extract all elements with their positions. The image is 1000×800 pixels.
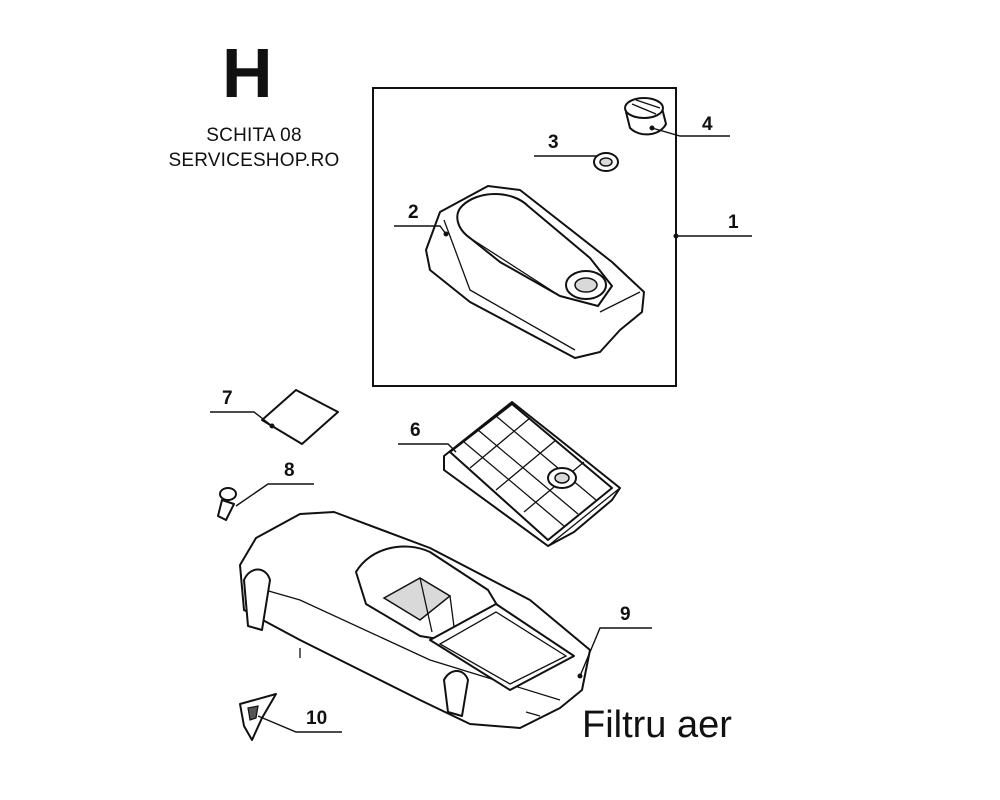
callout-4: 4 (702, 114, 713, 135)
shop-name: SERVICESHOP.RO (168, 150, 340, 171)
part-4-knob (624, 97, 667, 136)
leader-6 (398, 443, 457, 453)
callout-1: 1 (728, 212, 739, 233)
leader-2 (394, 225, 447, 235)
leader-7 (210, 411, 273, 427)
callout-3: 3 (548, 132, 559, 153)
leader-8 (235, 483, 314, 507)
diagram-title: Filtru aer (582, 704, 732, 746)
sheet-code: SCHITA 08 (206, 125, 302, 146)
part-2-filter-cover (425, 185, 645, 359)
leader-9 (579, 627, 652, 677)
leader-4 (651, 127, 730, 137)
leader-10 (257, 715, 342, 733)
callout-8: 8 (284, 460, 295, 481)
part-10-clip (239, 693, 277, 741)
part-7-filter-sheet (261, 389, 339, 445)
part-3-washer (593, 152, 619, 172)
leader-lines (210, 127, 752, 733)
callout-7: 7 (222, 388, 233, 409)
callout-9: 9 (620, 604, 631, 625)
section-letter: H (222, 34, 273, 112)
part-6-air-filter (443, 401, 621, 547)
callout-10: 10 (306, 708, 327, 729)
callout-2: 2 (408, 202, 419, 223)
callout-6: 6 (410, 420, 421, 441)
part-9-filter-housing (239, 511, 591, 729)
part-8-screw (217, 487, 237, 521)
